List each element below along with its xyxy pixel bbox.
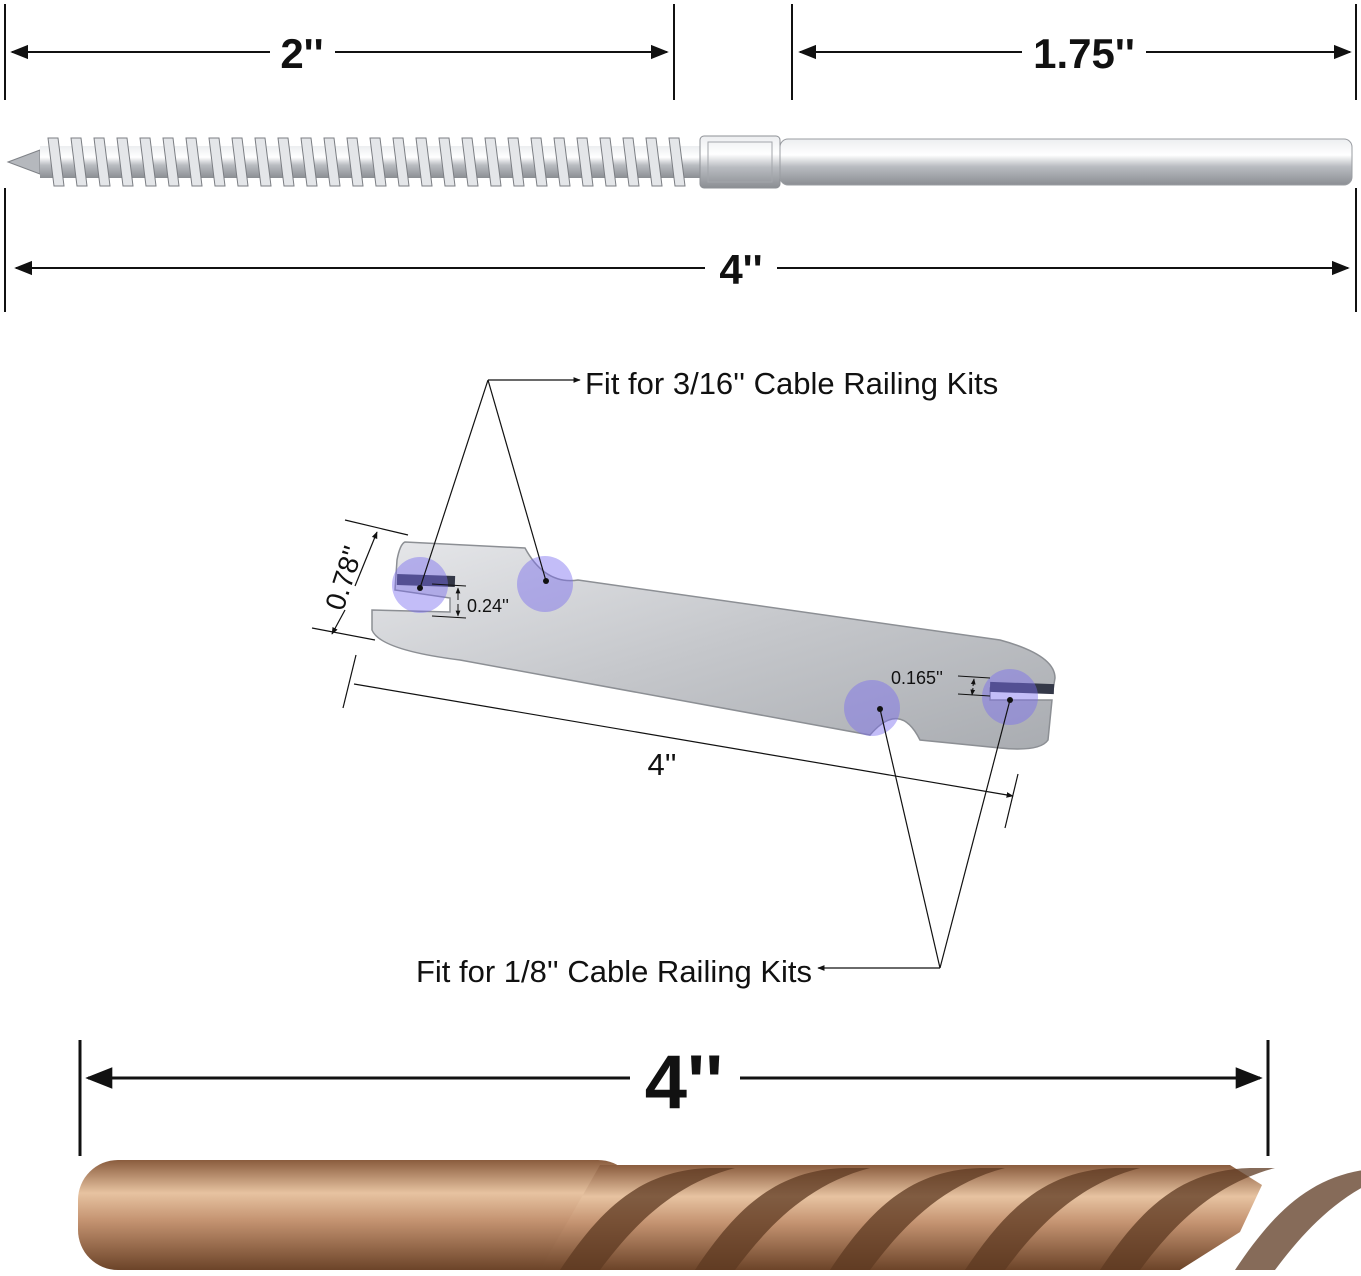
callout-line	[487, 379, 547, 582]
thread-ridge	[392, 137, 410, 187]
small-slot-label: 0.165''	[891, 668, 943, 688]
thread-ridge	[484, 137, 502, 187]
drill-bit-figure: 4''	[78, 1040, 1361, 1270]
thread-ridge	[645, 137, 663, 187]
callout-large-label: Fit for 3/16'' Cable Railing Kits	[585, 366, 998, 401]
thread-ridge	[576, 137, 594, 187]
thread-ridge	[185, 137, 203, 187]
stud-length-label: 1.75''	[1033, 30, 1135, 77]
thread-ridge	[507, 137, 525, 187]
thread-length-label: 2''	[280, 30, 323, 77]
lag-screw-hex-shoulder	[699, 135, 781, 189]
thread-ridge	[277, 137, 295, 187]
lag-screw-thread	[6, 137, 700, 187]
large-slot-label: 0.24''	[467, 596, 509, 616]
callout-line	[879, 708, 941, 969]
thread-ridge	[622, 137, 640, 187]
drill-flute	[965, 1168, 1140, 1270]
drill-length-label: 4''	[645, 1040, 723, 1125]
thread-ridge	[231, 137, 249, 187]
thread-ridge	[415, 137, 433, 187]
small-notch-highlight	[844, 680, 900, 736]
drill-bit-shank	[78, 1160, 638, 1270]
thread-ridge	[323, 137, 341, 187]
thread-ridge	[300, 137, 318, 187]
wrench-length-label: 4''	[647, 747, 676, 782]
thread-ridge	[599, 137, 617, 187]
lag-screw-stud	[779, 138, 1353, 186]
drill-flute	[560, 1168, 735, 1270]
callout-small-label: Fit for 1/8'' Cable Railing Kits	[416, 954, 812, 989]
width-dimension-line	[331, 609, 346, 635]
thread-ridge	[208, 137, 226, 187]
callout-line	[939, 699, 1011, 969]
thread-ridge	[438, 137, 456, 187]
drill-flute	[1100, 1168, 1275, 1270]
wrench-plate	[371, 541, 1056, 750]
thread-ridge	[162, 137, 180, 187]
thread-ridge	[369, 137, 387, 187]
drill-flute	[695, 1168, 870, 1270]
drill-flute	[1235, 1170, 1361, 1270]
thread-ridge	[47, 137, 65, 187]
thread-ridge	[668, 137, 686, 187]
thread-ridge	[530, 137, 548, 187]
thread-ridge	[254, 137, 272, 187]
thread-ridge	[70, 137, 88, 187]
thread-ridge	[116, 137, 134, 187]
lag-screw-figure: 2'' 1.75'' 4''	[4, 4, 1357, 312]
large-notch-highlight	[517, 556, 573, 612]
width-dimension-line	[354, 531, 378, 587]
wrench-figure: Fit for 3/16'' Cable Railing Kits Fit fo…	[311, 366, 1056, 989]
width-label: 0.78''	[319, 542, 369, 614]
thread-ridge	[461, 137, 479, 187]
thread-ridge	[93, 137, 111, 187]
thread-ridge	[553, 137, 571, 187]
wrench-length-dimension-line	[353, 683, 1014, 798]
total-length-label: 4''	[719, 246, 762, 293]
callout-line	[419, 379, 489, 589]
thread-ridge	[139, 137, 157, 187]
thread-ridge	[346, 137, 364, 187]
drill-flute	[830, 1168, 1005, 1270]
